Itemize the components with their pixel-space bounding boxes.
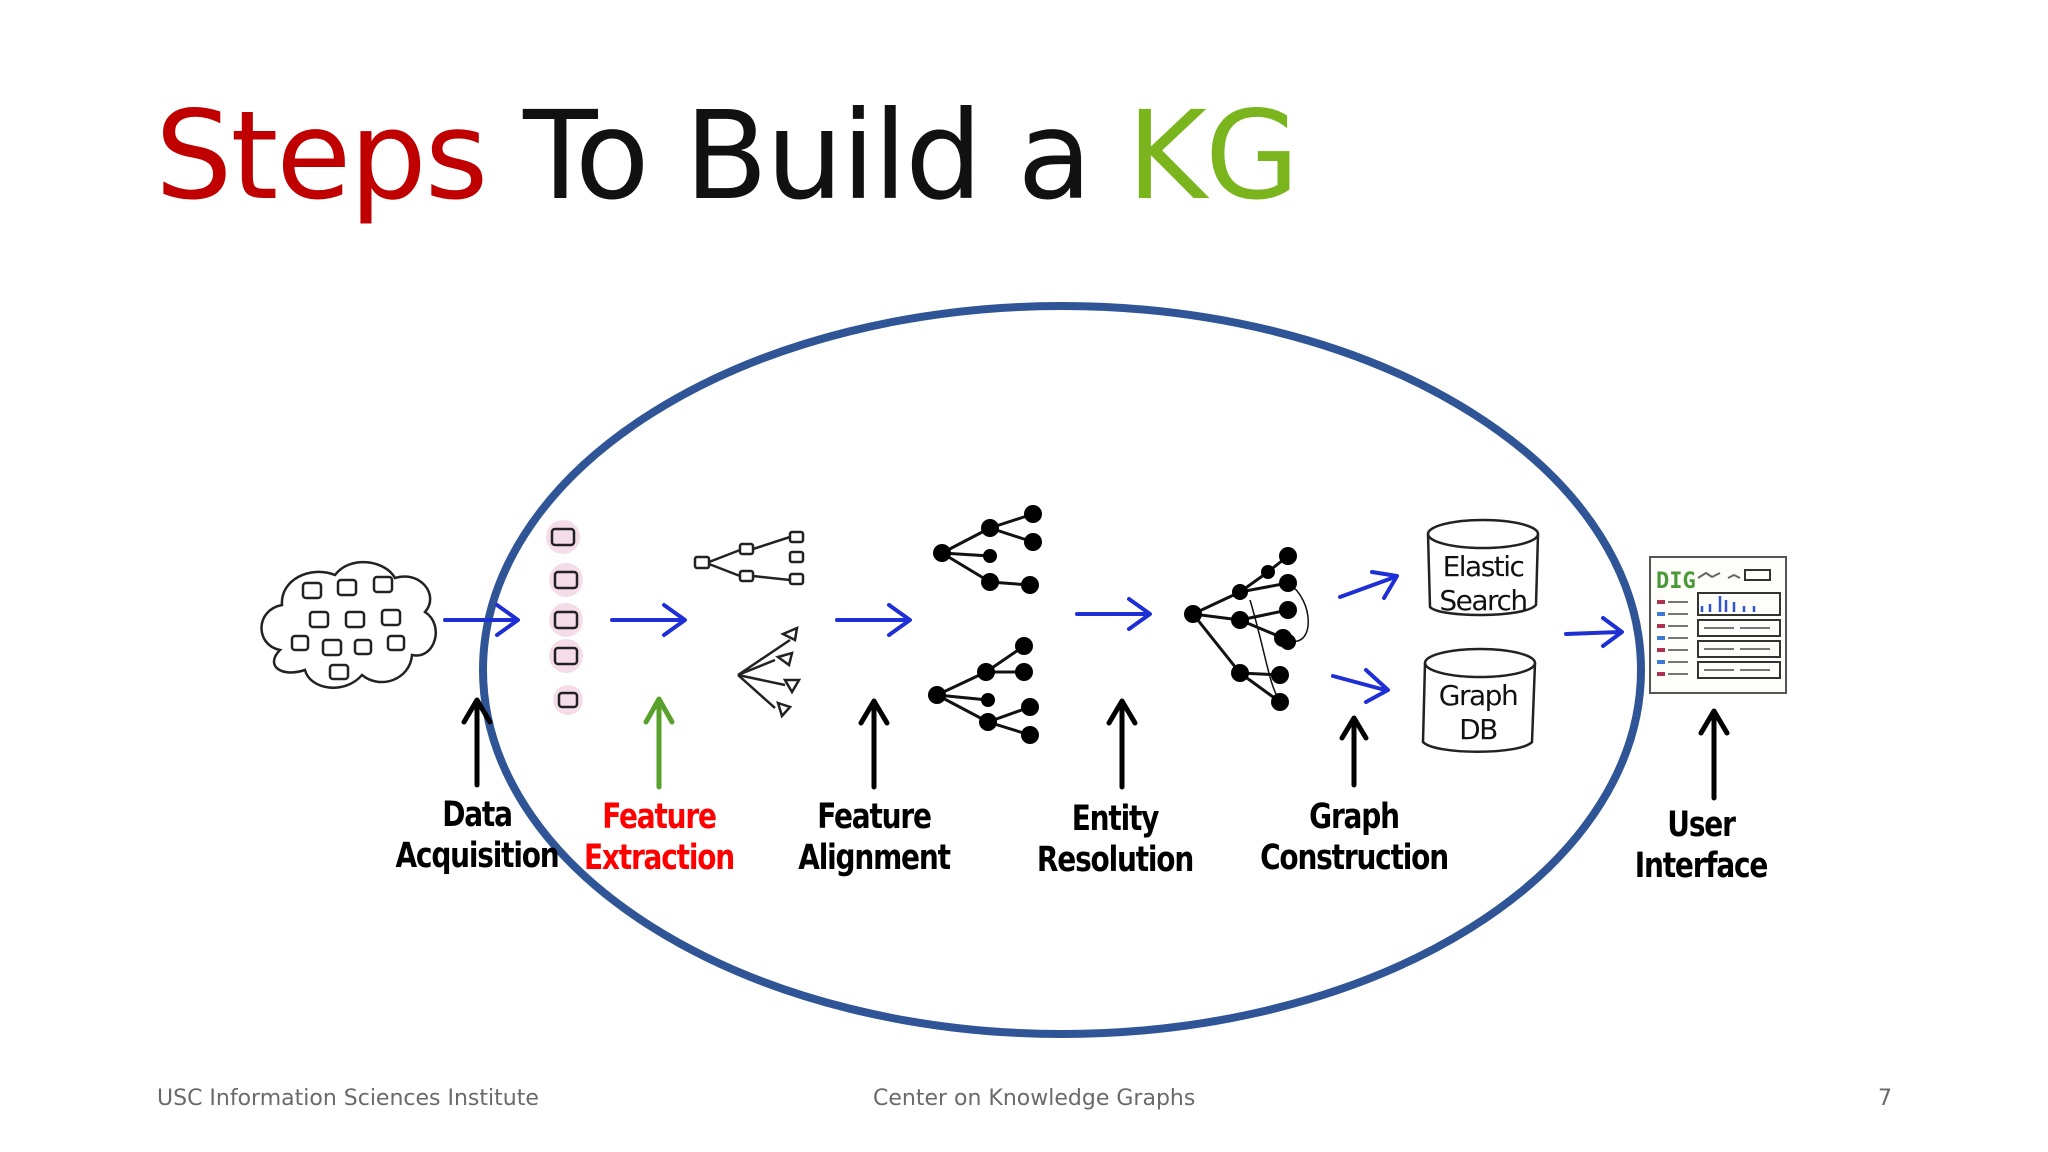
stage-arrow-entity-resolution xyxy=(1106,698,1138,790)
stage-label-line2: Interface xyxy=(1634,846,1769,886)
flow-arrow xyxy=(835,603,912,637)
stage-label-feature-extraction: Feature Extraction xyxy=(555,797,763,879)
footer-organization: USC Information Sciences Institute xyxy=(157,1086,539,1111)
kg-core-ellipse xyxy=(479,302,1645,1038)
stage-label-line1: Graph xyxy=(1309,797,1400,837)
stage-arrow-feature-alignment xyxy=(858,698,890,790)
stage-arrow-data-acquisition xyxy=(461,697,493,788)
elastic-search-label: Elastic Search xyxy=(1418,550,1548,618)
elastic-search-store-icon xyxy=(1426,518,1540,617)
stage-label-line2: Acquisition xyxy=(395,836,559,876)
flow-arrow xyxy=(1075,597,1152,631)
elastic-search-label-line2: Search xyxy=(1439,584,1528,617)
flow-arrow xyxy=(1331,668,1390,704)
stage-arrow-user-interface xyxy=(1698,708,1730,801)
resolved-graph-icon xyxy=(1184,547,1309,711)
document-column-icon xyxy=(546,520,583,715)
stage-arrows xyxy=(461,696,1730,801)
extracted-features-icon xyxy=(693,530,805,719)
flow-arrow xyxy=(610,603,687,637)
footer-page-number: 7 xyxy=(1878,1086,1892,1111)
web-cloud-icon xyxy=(260,560,437,689)
stage-label-line1: User xyxy=(1667,805,1736,845)
stage-arrow-feature-extraction xyxy=(643,696,675,790)
dig-logo: DIG xyxy=(1656,569,1696,594)
stage-arrow-graph-construction xyxy=(1339,715,1369,788)
slide-title: Steps To Build a KG xyxy=(155,95,1299,217)
stage-label-line1: Entity xyxy=(1071,799,1160,839)
stage-label-line2: Construction xyxy=(1260,838,1449,878)
stage-label-line2: Alignment xyxy=(798,838,951,878)
graph-db-label-line2: DB xyxy=(1459,713,1498,746)
title-middle-words: To Build a xyxy=(486,85,1127,227)
stage-label-graph-construction: Graph Construction xyxy=(1250,797,1458,879)
stage-label-line2: Resolution xyxy=(1036,840,1194,880)
title-steps-word: Steps xyxy=(155,85,488,227)
flow-arrow xyxy=(1338,570,1399,600)
flow-arrows xyxy=(443,570,1624,704)
stage-label-entity-resolution: Entity Resolution xyxy=(1011,799,1219,881)
flow-arrow xyxy=(443,603,520,637)
dig-user-interface-icon: DIG xyxy=(1649,556,1787,694)
elastic-search-label-line1: Elastic xyxy=(1442,550,1525,583)
footer-center-name: Center on Knowledge Graphs xyxy=(873,1086,1196,1111)
flow-arrow xyxy=(1564,616,1624,648)
aligned-graphs-icon xyxy=(928,505,1042,744)
graph-db-label-line1: Graph xyxy=(1438,679,1519,712)
stage-label-line1: Feature xyxy=(817,797,932,837)
stage-label-line1: Data xyxy=(442,795,513,835)
stage-label-line2: Extraction xyxy=(583,838,735,878)
graph-db-store-icon xyxy=(1421,647,1537,753)
stage-label-feature-alignment: Feature Alignment xyxy=(770,797,978,879)
stage-label-user-interface: User Interface xyxy=(1597,805,1805,887)
title-kg-word: KG xyxy=(1126,85,1300,227)
graph-db-label: Graph DB xyxy=(1413,679,1543,747)
stage-label-line1: Feature xyxy=(602,797,717,837)
stage-label-data-acquisition: Data Acquisition xyxy=(373,795,581,877)
